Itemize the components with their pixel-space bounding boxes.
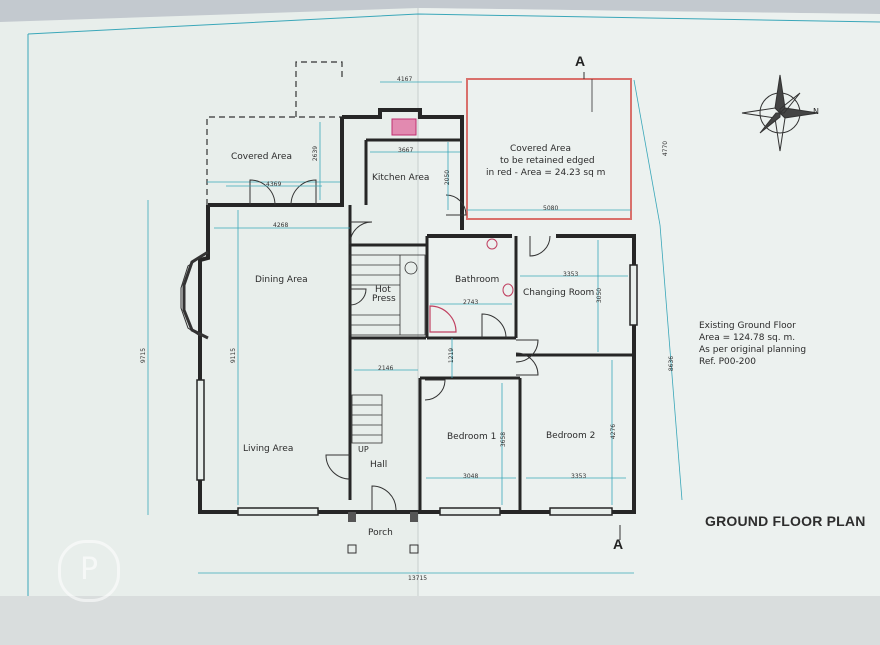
plan-title: GROUND FLOOR PLAN: [705, 513, 866, 529]
dim-3353-changing: 3353: [563, 271, 579, 278]
dim-2050: 2050: [444, 169, 452, 186]
dim-4268: 4268: [273, 222, 289, 229]
dimension-lines: [147, 79, 683, 574]
room-label-bedroom-2: Bedroom 2: [546, 431, 596, 441]
retained-area-line3: in red - Area = 24.23 sq m: [486, 168, 606, 178]
note-line-4: Ref. P00-200: [699, 357, 756, 367]
dim-8636: 8636: [668, 355, 676, 372]
note-line-3: As per original planning: [699, 345, 807, 355]
room-label-kitchen: Kitchen Area: [372, 173, 430, 183]
shower-icon: [429, 305, 457, 333]
dim-13715: 13715: [408, 575, 428, 582]
dim-9715: 9715: [140, 347, 148, 364]
note-line-1: Existing Ground Floor: [699, 321, 796, 331]
watermark-logo: P: [58, 540, 120, 602]
dim-2743: 2743: [463, 299, 479, 306]
room-label-bedroom-1: Bedroom 1: [447, 432, 497, 442]
dim-3658: 3658: [500, 431, 508, 448]
room-label-bathroom: Bathroom: [455, 275, 500, 285]
dim-3050: 3050: [596, 287, 604, 304]
doors: [249, 179, 551, 511]
room-label-living: Living Area: [243, 444, 294, 454]
dim-4369: 4369: [266, 181, 282, 188]
dim-4167: 4167: [397, 76, 413, 83]
retained-area-line2: to be retained edged: [500, 156, 595, 166]
covered-area-left-outline: [206, 61, 343, 205]
dim-3353-bedroom2: 3353: [571, 473, 587, 480]
sink-icon: [502, 283, 514, 297]
compass-north-label: N: [813, 107, 819, 116]
dim-2639: 2639: [312, 145, 320, 162]
dim-4276: 4276: [610, 423, 618, 440]
dim-5080: 5080: [543, 205, 559, 212]
dim-9115: 9115: [230, 347, 238, 364]
dim-1219: 1219: [448, 347, 456, 364]
room-label-hall: Hall: [370, 460, 388, 470]
room-label-hot-press-2: Press: [372, 294, 396, 304]
notes-block: Existing Ground Floor Area = 124.78 sq. …: [699, 320, 806, 368]
walls: [198, 108, 636, 514]
section-marker-top: A: [575, 53, 586, 69]
stairs: [349, 254, 426, 444]
retained-area-outline: [466, 78, 632, 220]
retained-area-line1: Covered Area: [510, 144, 571, 154]
room-label-covered-area: Covered Area: [231, 152, 292, 162]
cooker-icon: [391, 118, 417, 136]
dim-4770: 4770: [662, 140, 670, 157]
compass-icon: [741, 74, 819, 152]
dim-2146: 2146: [378, 365, 394, 372]
room-label-hot-press-1: Hot: [375, 285, 391, 295]
stair-up-label: UP: [358, 445, 369, 454]
room-label-dining: Dining Area: [255, 275, 308, 285]
dim-3048: 3048: [463, 473, 479, 480]
dim-3667: 3667: [398, 147, 414, 154]
room-label-changing-room: Changing Room: [523, 288, 595, 298]
section-marker-bottom: A: [613, 536, 624, 552]
room-label-porch: Porch: [368, 528, 393, 538]
note-line-2: Area = 124.78 sq. m.: [699, 333, 796, 343]
toilet-icon: [486, 238, 498, 250]
bay-window: [182, 250, 209, 340]
interior-walls: [348, 138, 634, 512]
windows: [196, 264, 638, 516]
